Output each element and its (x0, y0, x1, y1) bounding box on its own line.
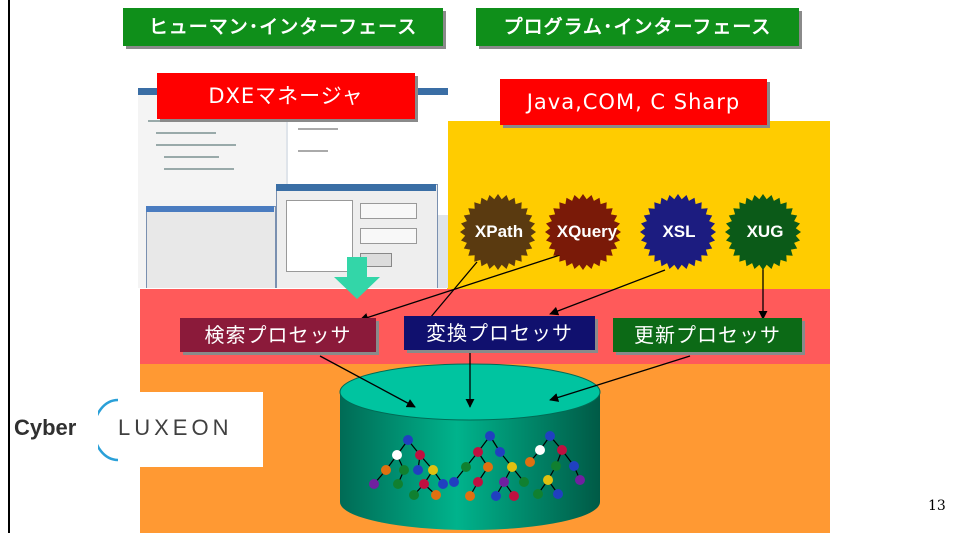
search-processor-label: 検索プロセッサ (180, 318, 376, 352)
logo-luxeon-text: LUXEON (118, 415, 233, 440)
xpath-badge (460, 194, 536, 270)
xpath-badge-label: XPath (474, 222, 524, 241)
program-interface-label: プログラム･インターフェース (476, 8, 799, 46)
update-processor-label: 更新プロセッサ (613, 318, 802, 352)
xml-node-dots (369, 431, 585, 501)
logo-cyber-text: Cyber (14, 415, 77, 440)
xug-badge (725, 194, 801, 270)
xsl-badge-label: XSL (662, 222, 696, 241)
left-border-line (8, 0, 10, 533)
cyberluxeon-logo: Cyber LUXEON (10, 392, 263, 467)
human-interface-label: ヒューマン･インターフェース (123, 8, 443, 46)
xug-badge-label: XUG (746, 222, 784, 241)
down-arrow-icon (334, 257, 380, 299)
xquery-badge (545, 194, 621, 270)
dxe-manager-label: DXEマネージャ (157, 73, 415, 119)
logo-arc-icon (98, 398, 119, 462)
transform-processor-label: 変換プロセッサ (404, 316, 595, 350)
api-label: Java,COM, C Sharp (500, 79, 767, 125)
xquery-badge-label: XQuery (556, 222, 618, 241)
connector-arrows (319, 254, 768, 408)
page-number: 13 (928, 498, 946, 514)
xsl-badge (640, 194, 716, 270)
